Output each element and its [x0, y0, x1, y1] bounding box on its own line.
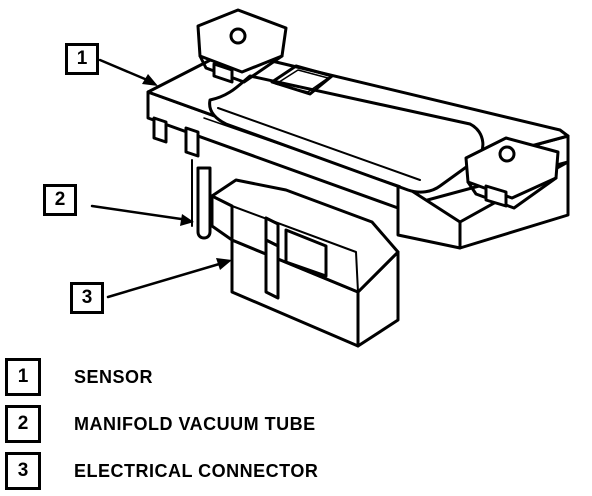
- legend-number-box: 2: [5, 405, 41, 443]
- legend-label: MANIFOLD VACUUM TUBE: [74, 414, 316, 434]
- callout-2: 2: [43, 184, 77, 216]
- legend-number-box: 1: [5, 358, 41, 396]
- electrical-connector: [210, 178, 400, 348]
- sensor-body: [146, 8, 570, 250]
- legend-item-1: 1 SENSOR: [5, 358, 565, 398]
- manifold-vacuum-tube: [191, 159, 212, 240]
- leader-lines: [90, 58, 228, 299]
- callout-1: 1: [65, 43, 99, 75]
- leader-line-1: [98, 58, 154, 84]
- legend-item-2: 2 MANIFOLD VACUUM TUBE: [5, 405, 565, 445]
- legend-item-3: 3 ELECTRICAL CONNECTOR: [5, 452, 565, 492]
- callout-3: 3: [70, 282, 104, 314]
- leader-arrowheads: [142, 74, 232, 270]
- legend-number-box: 3: [5, 452, 41, 490]
- legend-label: SENSOR: [74, 367, 154, 387]
- leader-line-3: [106, 260, 228, 299]
- arrowhead-3: [216, 258, 232, 270]
- arrowhead-2: [180, 214, 194, 226]
- leader-line-2: [90, 204, 190, 222]
- arrowhead-1: [142, 74, 158, 86]
- legend-label: ELECTRICAL CONNECTOR: [74, 461, 319, 481]
